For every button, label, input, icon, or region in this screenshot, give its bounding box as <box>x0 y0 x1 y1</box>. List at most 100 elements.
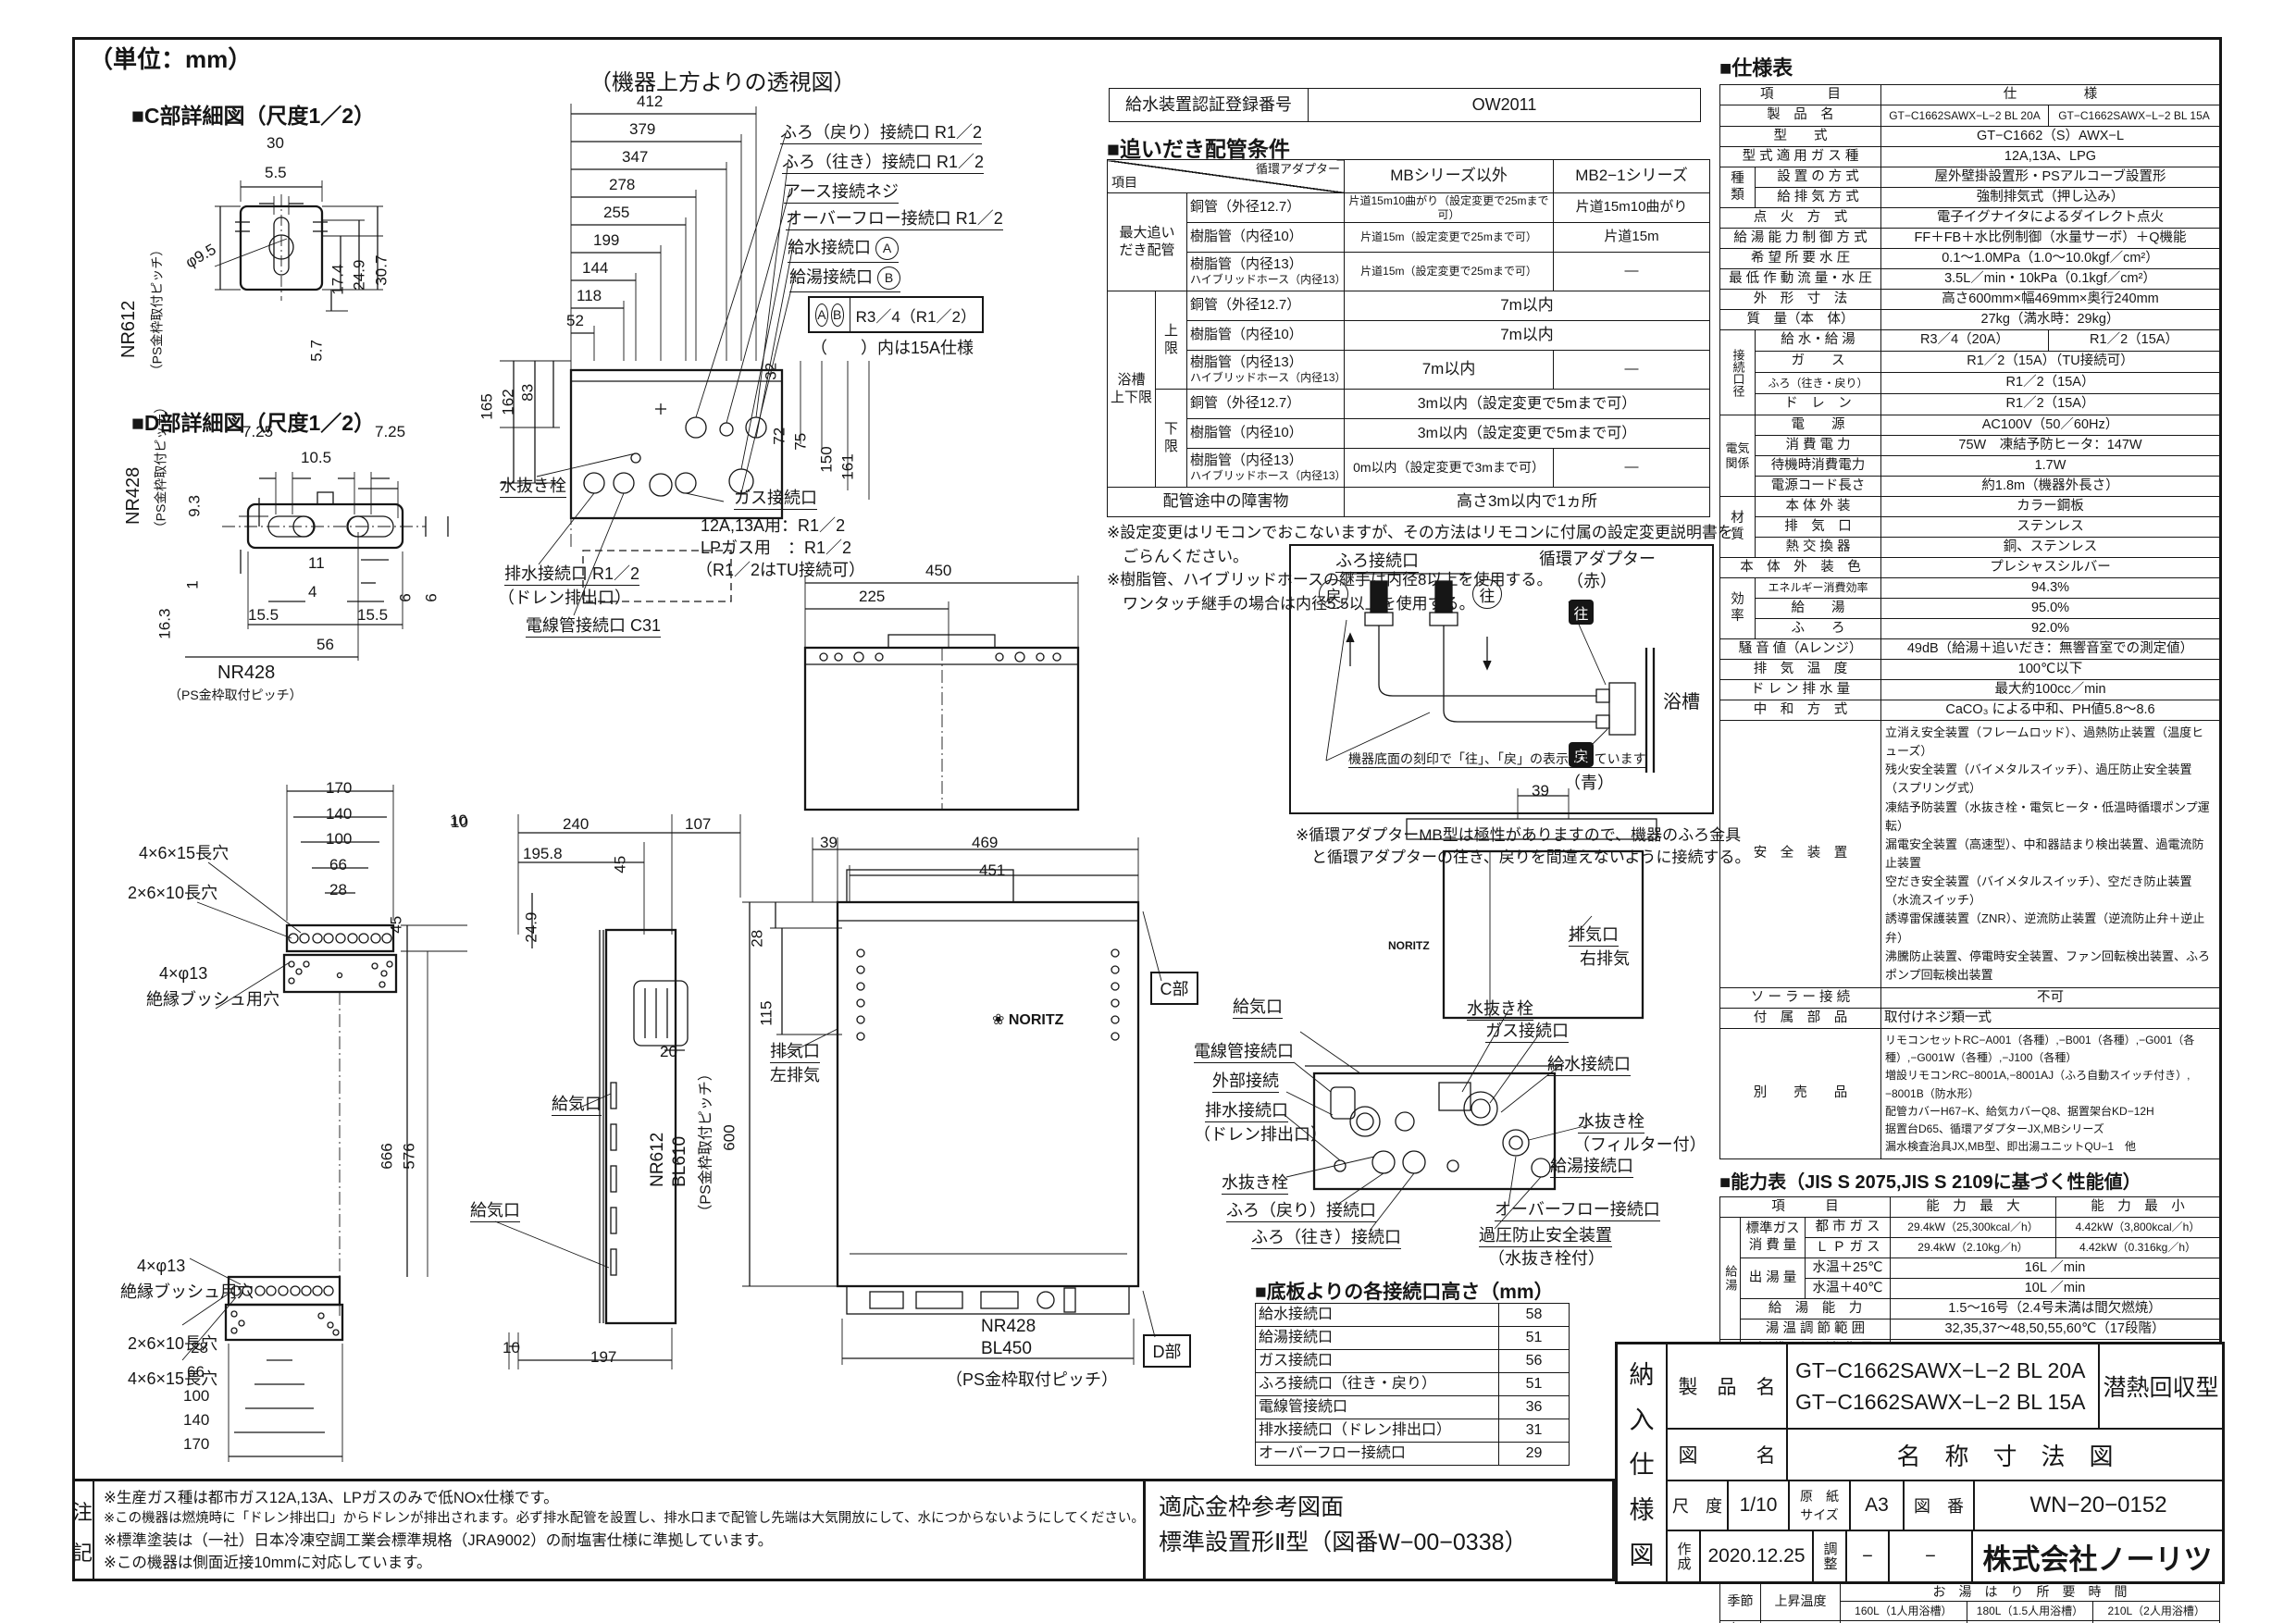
drawing-no-label: 図 番 <box>1905 1481 1975 1530</box>
marker-a-icon: A <box>815 303 828 327</box>
group-line: 最大追い <box>1119 225 1175 242</box>
safety-line: 空だき安全装置（バイメタルスイッチ）、空だき防止装置（水流スイッチ） <box>1885 874 2192 908</box>
part-label: ふろ（戻り）接続口 <box>1226 1201 1376 1222</box>
height-value: 29 <box>1498 1442 1570 1466</box>
dim: 118 <box>577 287 602 304</box>
spec-v: 49dB（給湯＋追いだき：無響音室での測定値） <box>1880 638 2220 660</box>
spec-g: 接続口径 <box>1719 329 1756 415</box>
pipe-line: 樹脂管（内径13） <box>1190 354 1303 371</box>
cap-v: 32,35,37〜48,50,55,60℃（17段階） <box>1890 1319 2220 1341</box>
dim: 225 <box>859 588 886 605</box>
height-label: 給水接続口 <box>1255 1303 1499 1327</box>
cap-v: 29.4kW（2.10kg／h） <box>1890 1237 2056 1259</box>
spec-g: 電気関係 <box>1719 415 1756 497</box>
dim: 412 <box>637 93 664 110</box>
figure-name: 名 称 寸 法 図 <box>1896 1442 2114 1470</box>
spec-g: 材 質 <box>1719 496 1756 558</box>
doc-type-char: 図 <box>1629 1542 1655 1570</box>
dim: 45 <box>387 915 405 934</box>
paper-size-value: A3 <box>1851 1481 1905 1530</box>
spec-v: 強制排気式（押し込み） <box>1880 187 2220 208</box>
pipe-line: ハイブリッドホース（内径13） <box>1190 273 1345 287</box>
created-date: 2020.12.25 <box>1701 1531 1814 1581</box>
spec-v: カラー鋼板 <box>1880 496 2220 517</box>
adapter-furo-label: ふろ接続口 <box>1335 551 1419 573</box>
pipe-type: 樹脂管（内径13）ハイブリッドホース（内径13） <box>1185 350 1346 390</box>
dim: 72 <box>770 427 788 445</box>
cert-label: 給水装置認証登録番号 <box>1109 88 1309 122</box>
conduit-label: 電線管接続口 C31 <box>526 616 662 638</box>
header-col: MB2−1シリーズ <box>1553 159 1710 193</box>
part-label: 水抜き栓 <box>1222 1173 1288 1195</box>
spec-v: FF＋FB＋水比例制御（水量サーボ）＋Q機能 <box>1880 228 2220 249</box>
dim: 197 <box>590 1348 617 1366</box>
spec-v: 屋外壁掛設置形・PSアルコーブ設置形 <box>1880 167 2220 188</box>
value: ― <box>1553 252 1710 291</box>
spec-title: ■仕様表 <box>1719 56 1793 80</box>
spec-l: 別 売 品 <box>1719 1027 1881 1160</box>
value: ― <box>1553 448 1710 488</box>
title-block-grid: 製 品 名 GT−C1662SAWX−L−2 BL 20A GT−C1662SA… <box>1668 1344 2222 1581</box>
spec-v: 不可 <box>1880 986 2220 1009</box>
connection-label: ふろ（戻り）接続口 R1／2 <box>780 123 983 144</box>
dim: NR428 <box>123 466 143 525</box>
spec-v: R1／2（15A）（TU接続可） <box>1880 351 2220 373</box>
height-label: ガス接続口 <box>1255 1349 1499 1373</box>
height-label: 排水接続口（ドレン排出口） <box>1255 1419 1499 1443</box>
hole-label: 2×6×10長穴 <box>128 1334 218 1353</box>
spec-l: ふろ（往き・戻り） <box>1755 372 1881 394</box>
pipe-type: 樹脂管（内径10） <box>1185 418 1346 449</box>
dim: 16.3 <box>155 608 174 639</box>
spec-h: 項 目 <box>1719 84 1881 105</box>
height-value: 51 <box>1498 1326 1570 1350</box>
spec-l: 質 量（本 体） <box>1719 309 1881 330</box>
header-adapter: 循環アダプター <box>1256 162 1341 176</box>
dim: 150 <box>817 446 836 473</box>
intake-label: 給気口 <box>470 1201 520 1222</box>
dim: 6 <box>422 593 441 602</box>
created-label-text: 作成 <box>1675 1542 1692 1571</box>
hole-label: 4×6×15長穴 <box>139 844 230 862</box>
side-view-drawing <box>494 814 741 1369</box>
spec-v: 銅、ステンレス <box>1880 537 2220 558</box>
spec-l: 型 式 <box>1719 126 1881 147</box>
detail-d-drawing <box>185 472 449 661</box>
dim: 10 <box>451 813 468 831</box>
option-line: 漏水検査治具JX,MB型、即出湯ユニットQU−1 他 <box>1885 1140 2137 1154</box>
cap-v: 4.42kW（0.316kg／h） <box>2055 1237 2220 1259</box>
cert-value: OW2011 <box>1308 88 1701 122</box>
autofill-col: 160L（1人用浴槽） <box>1840 1601 1967 1622</box>
spec-v: 高さ600mm×幅469mm×奥行240mm <box>1880 289 2220 310</box>
spec-l: 給 排 気 方 式 <box>1755 187 1881 208</box>
capacity-title: ■能力表（JIS S 2075,JIS S 2109に基づく性能値） <box>1719 1172 2141 1194</box>
paper-size-label: 原 紙 サイズ <box>1790 1481 1851 1530</box>
part-label: （水抜き栓付） <box>1488 1249 1605 1268</box>
sheet-border <box>72 37 2222 1581</box>
pitch-dim: BL450 <box>981 1339 1032 1358</box>
connection-label: ふろ（往き）接続口 R1／2 <box>782 153 985 174</box>
marker-b-icon: B <box>877 266 901 290</box>
cap-v: 29.4kW（25,300kcal／h） <box>1890 1217 2056 1239</box>
autofill-col: 180L（1.5人用浴槽） <box>1966 1601 2094 1622</box>
option-line: 増設リモコンRC−8001A,−8001AJ（ふろ自動スイッチ付き）,−8001… <box>1885 1069 2191 1100</box>
spec-v: プレシャスシルバー <box>1880 557 2220 578</box>
dim: 4 <box>308 583 317 601</box>
dim: 9.3 <box>185 495 204 517</box>
pipe-type: 樹脂管（内径10） <box>1185 320 1346 351</box>
spec-l: 熱 交 換 器 <box>1755 537 1881 558</box>
frame-ref-line: 標準設置形Ⅱ型（図番W−00−0338） <box>1159 1529 1528 1555</box>
cap-l: Ｌ Ｐ ガ ス <box>1805 1237 1891 1259</box>
height-label: 給湯接続口 <box>1255 1326 1499 1350</box>
unit-top-face-drawing <box>803 576 1080 812</box>
option-line: 配管カバーH67−K、給気カバーQ8、据置架台KD−12H <box>1885 1104 2154 1118</box>
dim: 240 <box>563 815 590 833</box>
spec-l: 設 置 の 方 式 <box>1755 167 1881 188</box>
autofill-rise: 18℃→43℃ <box>1760 1620 1841 1623</box>
intake-label: 給気口 <box>552 1095 602 1116</box>
scale-label: 尺 度 <box>1668 1481 1729 1530</box>
notes-box: 注 記 ※生産ガス種は都市ガス12A,13A、LPガスのみで低NOx仕様です。 … <box>72 1479 1146 1581</box>
product-name-label: 製 品 名 <box>1668 1344 1788 1428</box>
spec-l: 電 源 <box>1755 415 1881 436</box>
noritz-logo: NORITZ <box>1388 939 1430 952</box>
dim: 11 <box>308 554 325 572</box>
